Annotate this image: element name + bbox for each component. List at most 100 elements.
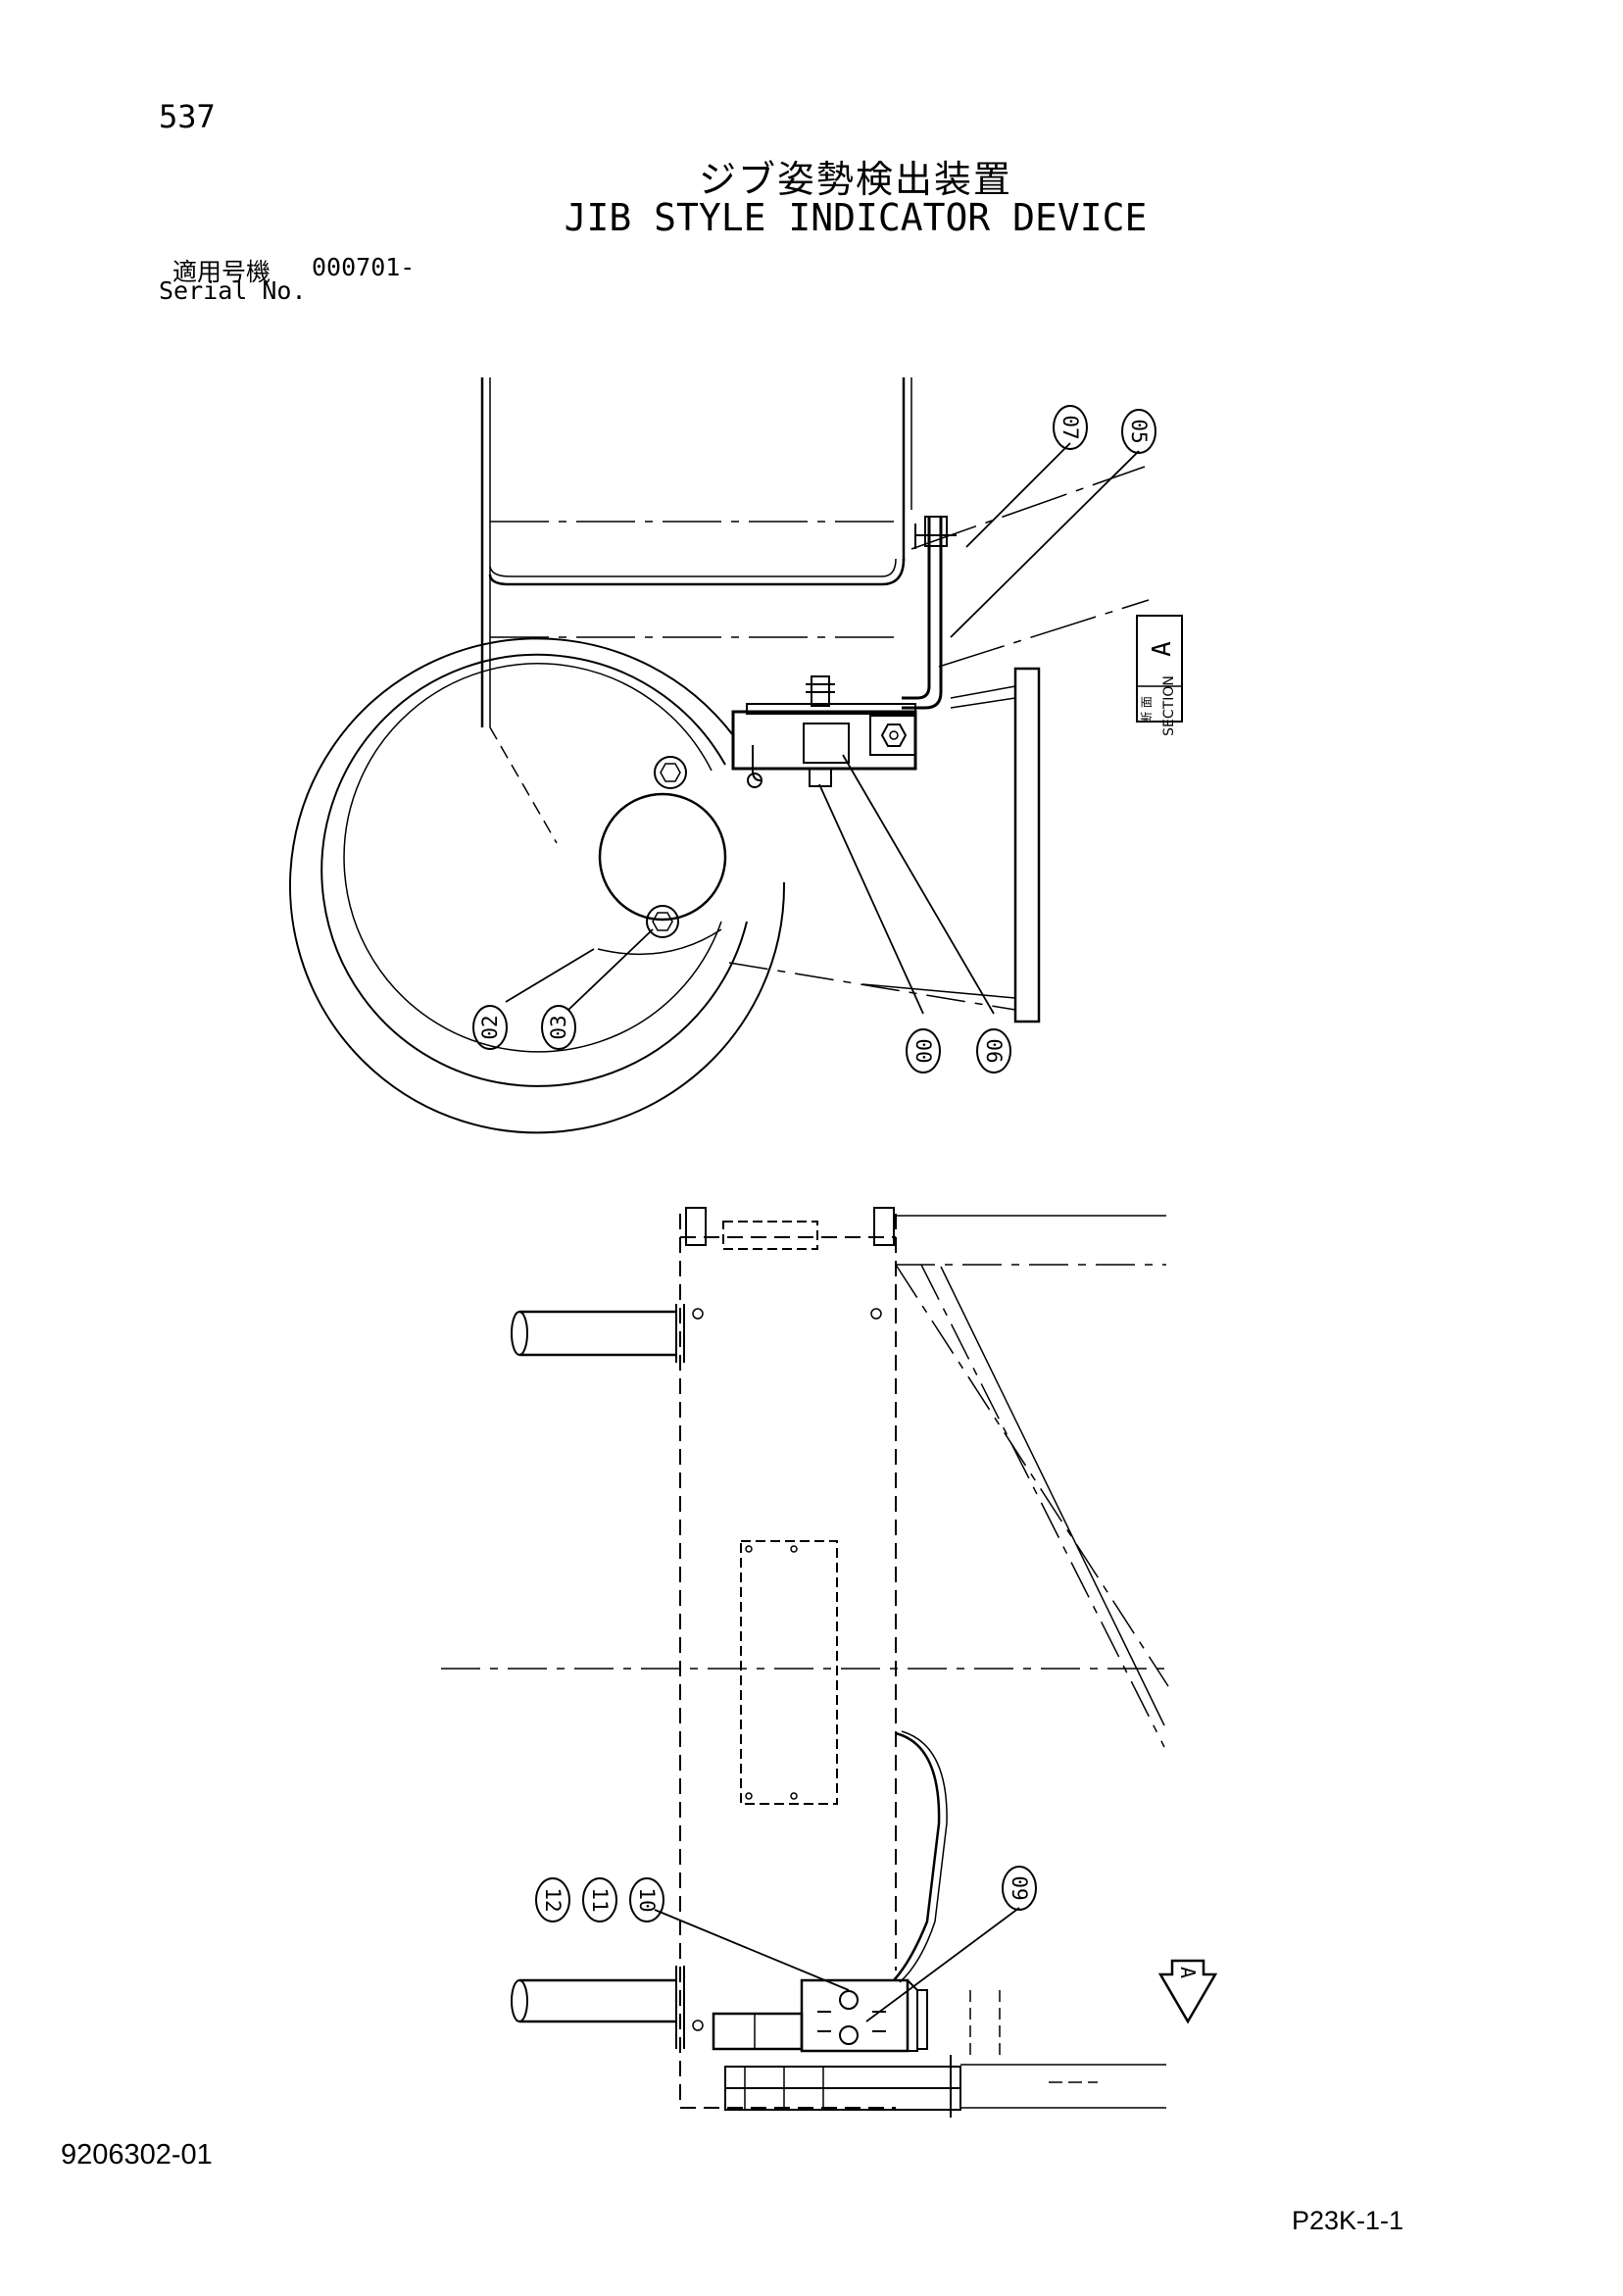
callout-03: 03	[547, 1015, 570, 1039]
box-corner-tl	[685, 1207, 707, 1246]
pipe-lower	[519, 1978, 676, 2023]
callout-05: 05	[1127, 419, 1151, 443]
sensor-housing	[712, 2012, 804, 2051]
sector-arc-3	[343, 663, 722, 1053]
callout-00: 00	[911, 1038, 935, 1063]
opening-rivet-2	[790, 1545, 798, 1553]
rivet-2	[870, 1308, 882, 1320]
leader-00	[818, 783, 924, 1015]
bottom-bar-2	[724, 2087, 961, 2111]
pipe-lower-end	[511, 1979, 528, 2022]
sensor-body	[803, 723, 850, 764]
sensor-box-top	[746, 703, 916, 715]
cable-outer	[899, 1730, 948, 1983]
diag-1	[895, 1264, 1169, 1687]
sector-outer-arc	[289, 637, 786, 1134]
section-label-box	[1136, 615, 1183, 723]
bottom-nut	[809, 768, 832, 787]
sector-slot	[597, 928, 722, 956]
bottom-bar-1	[724, 2066, 961, 2089]
callout-circle-11	[582, 1877, 617, 1922]
title-english: JIB STYLE INDICATOR DEVICE	[564, 196, 1148, 239]
opening-rivet-4	[790, 1792, 798, 1800]
leader-02	[505, 948, 595, 1003]
l-bracket	[902, 517, 931, 700]
sector-bolt-lower-hex	[652, 912, 673, 931]
serial-value: 000701-	[312, 253, 416, 281]
bent-plate-inner	[489, 558, 897, 577]
sector-bolt-upper	[654, 756, 687, 789]
callout-09: 09	[1008, 1875, 1031, 1900]
cable-eye	[747, 773, 762, 788]
switch-terminal	[916, 1989, 928, 2050]
bracket-bolt-head	[914, 524, 957, 549]
sensor-nut-housing	[869, 715, 916, 756]
l-bracket-inner	[902, 517, 943, 710]
box-corner-tr	[873, 1207, 895, 1246]
rivet-3	[692, 2020, 704, 2031]
centerline-diagonal-2	[938, 599, 1150, 668]
leader-07	[965, 442, 1071, 548]
callout-circle-03	[541, 1005, 576, 1050]
switch-lines	[817, 2011, 886, 2032]
bottom-rails	[960, 2064, 1166, 2109]
hex-nut-hole	[889, 730, 899, 740]
switch-block-side	[907, 1979, 918, 2052]
leader-03	[567, 928, 654, 1011]
callout-circle-12	[535, 1877, 570, 1922]
callouts-top: 07 05 02 03 00 06	[472, 405, 1156, 1073]
switch-screw-bottom	[839, 2025, 859, 2045]
pipe-upper-flange	[675, 1304, 685, 1363]
callout-circle-02	[472, 1005, 508, 1050]
callouts-bottom: 12 11 10 09	[535, 1866, 1037, 1922]
leader-lines-top	[505, 442, 1140, 1015]
callout-02: 02	[478, 1015, 502, 1039]
inspection-opening	[740, 1540, 838, 1805]
hidden-line-left	[489, 726, 558, 844]
leader-09	[865, 1907, 1020, 2022]
leader-06	[842, 754, 995, 1015]
callout-circle-00	[906, 1028, 941, 1073]
pipe-upper	[519, 1310, 676, 1357]
section-label-en: SECTION	[1161, 675, 1177, 736]
flange-plate	[1013, 667, 1041, 1023]
pipe-upper-end	[511, 1311, 528, 1356]
pipe-lower-flange	[675, 1966, 685, 2049]
flange-line-lower	[728, 962, 1016, 1011]
sensor-box	[731, 710, 917, 771]
opening-rivet-3	[745, 1792, 753, 1800]
serial-label-english: Serial No.	[159, 276, 307, 305]
flange-line-2	[950, 697, 1016, 709]
section-label-jp: 断 面	[1139, 696, 1154, 724]
sector-bolt-upper-hex	[660, 763, 681, 782]
switch-block	[800, 1978, 910, 2053]
cable	[893, 1731, 941, 1981]
page-code: P23K-1-1	[1292, 2206, 1404, 2235]
flange-line-lower-2	[861, 983, 1016, 999]
cable-hook	[752, 745, 762, 781]
bracket-bolt	[924, 516, 948, 547]
callout-11: 11	[588, 1887, 612, 1912]
callout-circle-06	[976, 1028, 1011, 1073]
opening-rivet-1	[745, 1545, 753, 1553]
diag-2	[920, 1264, 1165, 1748]
leader-10	[654, 1909, 850, 1991]
view-arrow	[1157, 1959, 1218, 2024]
callout-circle-09	[1002, 1866, 1037, 1911]
leader-05	[950, 450, 1140, 638]
callout-circle-05	[1121, 409, 1156, 454]
plan-view	[441, 1207, 1218, 2118]
page-number: 537	[159, 98, 216, 135]
callout-12: 12	[541, 1887, 565, 1912]
leader-lines-bottom	[654, 1907, 1020, 2022]
sector-arc-2	[320, 653, 748, 1087]
diag-3	[940, 1266, 1165, 1726]
rivet-1	[692, 1308, 704, 1320]
top-slot	[722, 1221, 818, 1250]
bent-plate	[488, 558, 906, 586]
hidden-posts	[969, 1990, 1001, 2059]
callout-circle-07	[1053, 405, 1088, 450]
section-label-letter: A	[1148, 641, 1177, 657]
view-arrow-letter: A	[1176, 1967, 1200, 1978]
